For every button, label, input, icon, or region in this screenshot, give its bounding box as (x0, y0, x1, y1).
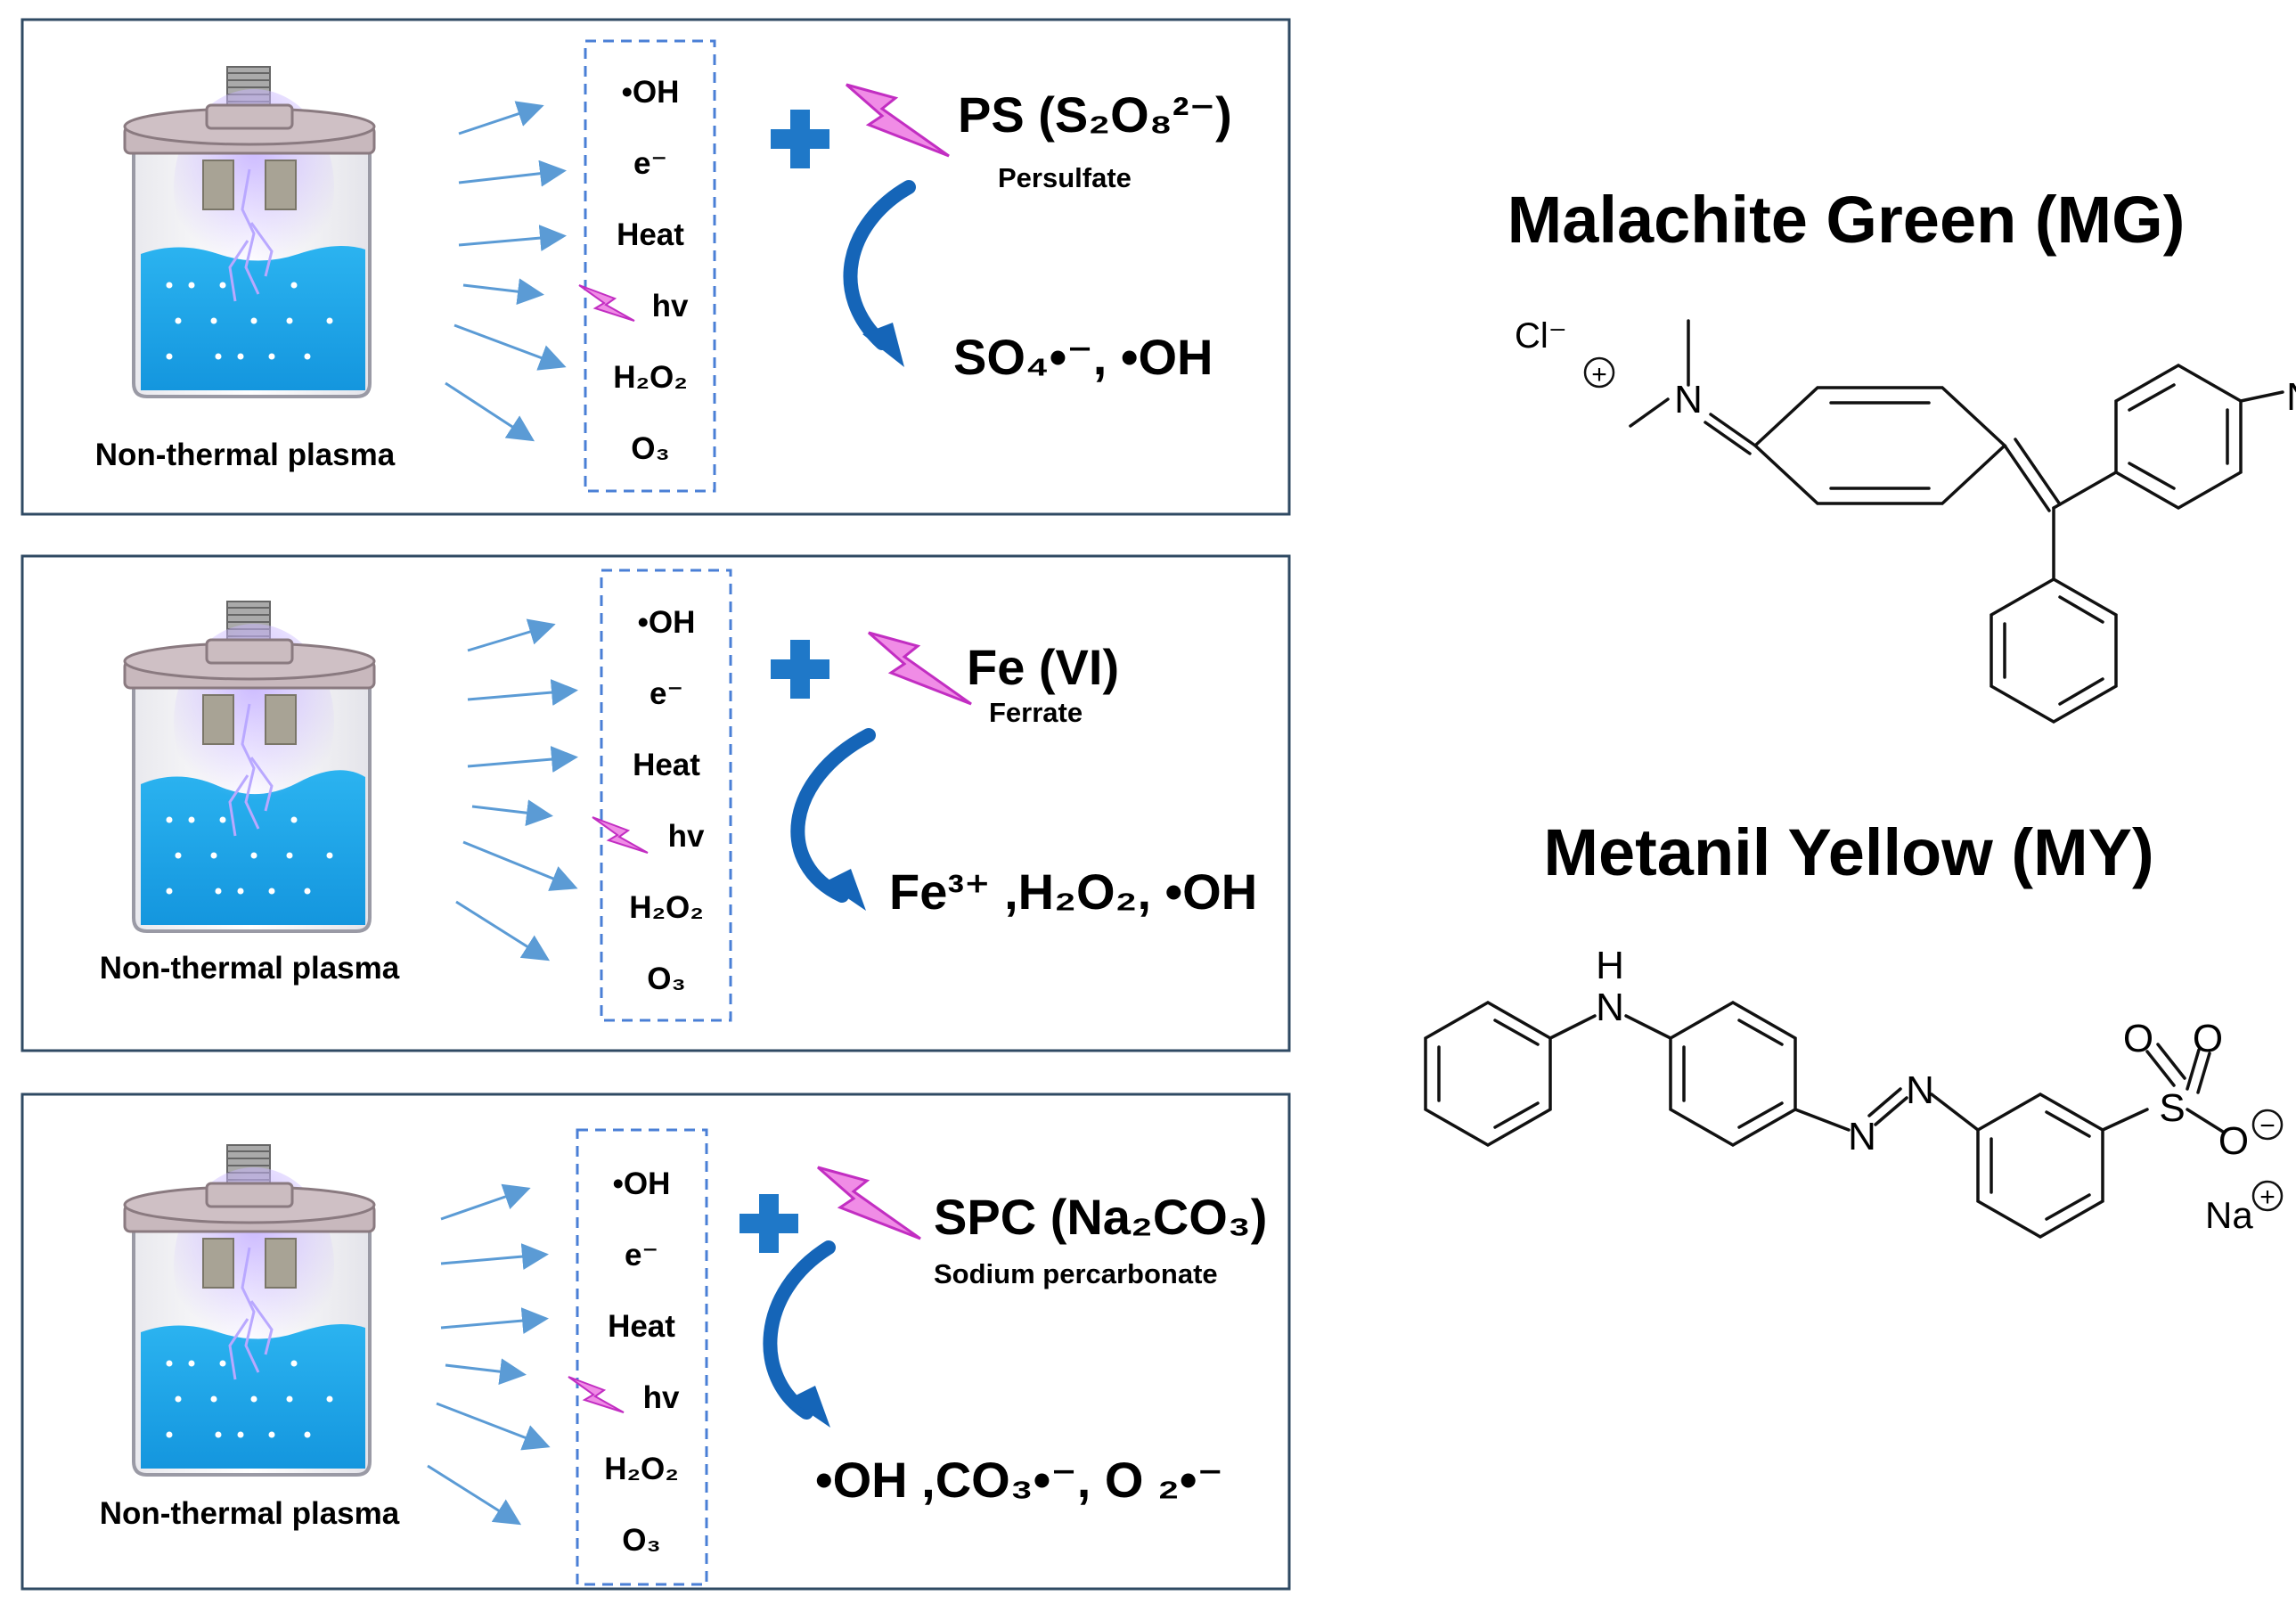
species-heat: Heat (617, 217, 684, 252)
mg-chloride: Cl⁻ (1515, 316, 1567, 356)
my-n-azo1: N (1848, 1115, 1876, 1158)
my-charge-plus: + (2259, 1183, 2276, 1212)
my-na: Na (2205, 1194, 2253, 1236)
species-oh: •OH (613, 1166, 671, 1201)
lightning-icon (817, 1166, 921, 1240)
malachite-green-structure: Malachite Green (MG) (1508, 183, 2296, 724)
species-o3: O₃ (647, 962, 685, 996)
curved-arrow-icon (790, 728, 876, 903)
reactor-label: Non-thermal plasma (100, 951, 400, 986)
my-h: H (1596, 944, 1624, 987)
my-charge-minus: − (2259, 1111, 2276, 1141)
oxidant-name: PS (S₂O₈²⁻) (958, 86, 1232, 143)
mg-charge-plus: + (1591, 360, 1607, 389)
species-electron: e⁻ (625, 1238, 658, 1273)
metanil-yellow-structure: Metanil Yellow (MY) (1424, 815, 2284, 1240)
species-heat: Heat (633, 748, 700, 782)
reactive-species-box (576, 1128, 708, 1586)
curved-arrow-icon (843, 180, 916, 350)
species-oh: •OH (622, 75, 680, 110)
oxidant-name: SPC (Na₂CO₃) (934, 1189, 1267, 1245)
mg-n-right: N (2286, 375, 2296, 419)
oxidant-description: Sodium percarbonate (934, 1258, 1218, 1289)
my-o2: O (2193, 1017, 2223, 1060)
plus-icon (771, 640, 829, 699)
my-charge-minus-icon (2251, 1109, 2284, 1141)
emission-arrows (455, 618, 578, 962)
oxidant-description: Ferrate (989, 697, 1083, 728)
panel-ferrate: Non-thermal plasma •OH e⁻ Heat hv H₂O₂ O… (20, 554, 1291, 1052)
products-text: SO₄•⁻, •OH (953, 329, 1213, 385)
panel-ps: Non-thermal plasma •OH e⁻ Heat hv H₂O₂ O… (20, 18, 1291, 516)
plasma-reactor-icon (123, 66, 376, 398)
emission-arrows (445, 101, 567, 442)
my-charge-plus-icon (2251, 1180, 2284, 1212)
products-text: •OH ,CO₃•⁻, O ₂•⁻ (815, 1452, 1223, 1508)
products-text: Fe³⁺ ,H₂O₂, •OH (889, 863, 1257, 920)
my-o3: O (2218, 1119, 2249, 1163)
species-o3: O₃ (622, 1523, 660, 1558)
my-n-azo2: N (1906, 1068, 1934, 1112)
species-electron: e⁻ (650, 676, 683, 711)
species-h2o2: H₂O₂ (629, 890, 704, 925)
lightning-icon (846, 83, 950, 158)
panel-spc: Non-thermal plasma •OH e⁻ Heat hv H₂O₂ O… (20, 1093, 1291, 1591)
plasma-reactor-icon (123, 1144, 376, 1477)
species-o3: O₃ (631, 431, 669, 466)
reactor-label: Non-thermal plasma (100, 1496, 400, 1531)
lightning-icon (592, 816, 649, 854)
plasma-reactor-icon (123, 601, 376, 933)
curved-arrow-icon (763, 1240, 836, 1420)
my-o1: O (2123, 1017, 2153, 1060)
my-n-amine: N (1596, 986, 1624, 1029)
mg-n-left: N (1674, 378, 1703, 421)
reactive-species-box (600, 569, 732, 1022)
species-heat: Heat (608, 1309, 675, 1344)
species-h2o2: H₂O₂ (604, 1452, 679, 1486)
my-s: S (2159, 1086, 2185, 1130)
lightning-icon (868, 631, 972, 706)
oxidant-description: Persulfate (998, 162, 1132, 193)
oxidant-name: Fe (VI) (967, 639, 1119, 695)
mg-charge-plus-icon (1583, 356, 1615, 389)
species-electron: e⁻ (633, 146, 667, 181)
plus-icon (771, 110, 829, 168)
reactor-label: Non-thermal plasma (95, 438, 396, 472)
lightning-icon (568, 1376, 625, 1413)
species-h2o2: H₂O₂ (613, 360, 688, 395)
my-title: Metanil Yellow (MY) (1543, 815, 2153, 889)
mg-title: Malachite Green (MG) (1508, 183, 2186, 257)
reactive-species-box (584, 39, 716, 493)
species-hv: hv (652, 289, 689, 323)
lightning-icon (578, 284, 635, 322)
species-oh: •OH (638, 605, 696, 640)
species-hv: hv (643, 1380, 680, 1415)
species-hv: hv (668, 819, 705, 854)
plus-icon (739, 1194, 798, 1253)
emission-arrows (427, 1183, 551, 1526)
